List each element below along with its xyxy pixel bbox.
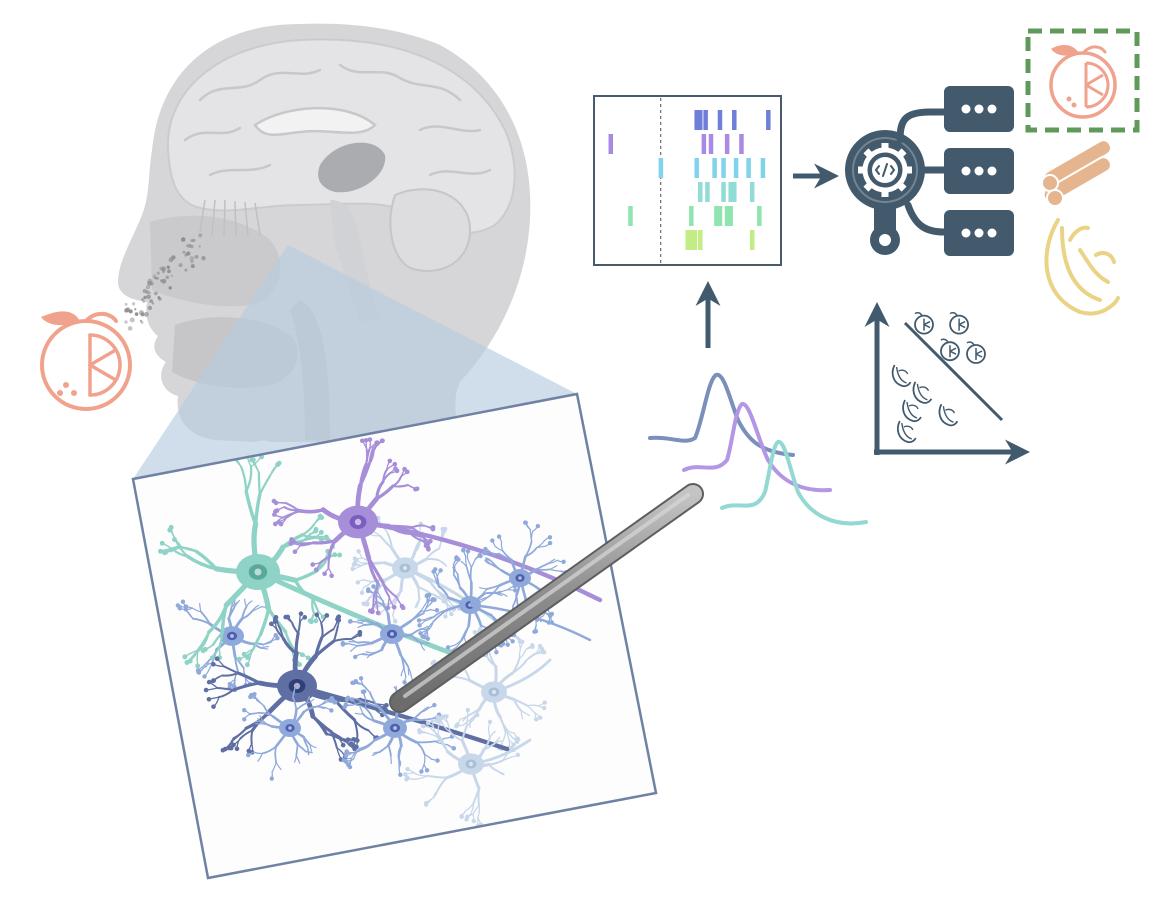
waveform-unit-3	[720, 440, 868, 526]
waveform-unit-2	[682, 402, 832, 493]
raster-spike	[728, 206, 733, 226]
raster-spike	[705, 182, 710, 202]
spike-raster-icon	[593, 95, 782, 266]
orange-stimulus-icon	[40, 311, 132, 411]
odor-particles-icon	[124, 233, 206, 331]
scatter-point-orange	[966, 341, 986, 364]
panel-frame	[131, 392, 658, 880]
selected-class-box	[1025, 28, 1140, 133]
raster-spike	[712, 158, 717, 178]
cerebellum	[389, 188, 472, 272]
scatter-point-banana	[897, 420, 917, 444]
raster-spike	[721, 158, 726, 178]
raster-spike	[658, 158, 664, 178]
raster-spike	[728, 182, 733, 202]
neuron-cell	[341, 676, 456, 777]
raster-spike	[717, 110, 723, 130]
raster-spike	[689, 206, 694, 226]
raster-spike	[698, 230, 703, 250]
scatter-classification-icon	[864, 302, 1030, 465]
raster-spike	[689, 230, 694, 250]
raster-spike	[749, 182, 755, 202]
raster-spike	[746, 158, 751, 178]
raster-spike	[698, 110, 703, 130]
olfactory-fibers	[199, 199, 261, 237]
electrode-icon	[389, 483, 704, 713]
raster-spike	[701, 134, 707, 154]
raster-spike	[694, 110, 699, 130]
gear-icon	[858, 143, 912, 197]
neuron-cell	[340, 583, 440, 686]
scatter-point-banana	[938, 403, 959, 427]
zoom-projection	[133, 245, 577, 479]
raster-spike	[760, 158, 766, 178]
neuron-cell	[175, 598, 280, 693]
raster-spike	[749, 230, 755, 250]
server-output-icon	[944, 86, 1014, 256]
raster-spike	[685, 230, 690, 250]
raster-spike	[732, 110, 737, 130]
scatter-point-banana	[902, 399, 922, 423]
cinnamon-icon	[1041, 139, 1112, 207]
raster-spike	[724, 134, 730, 154]
thalamus	[318, 142, 386, 193]
raster-spike	[766, 110, 771, 130]
scatter-point-banana	[891, 364, 912, 388]
raster-spike	[724, 206, 730, 226]
raster-spike	[608, 134, 614, 154]
decision-boundary	[903, 321, 1004, 422]
raster-spike	[717, 206, 723, 226]
raster-spike	[708, 134, 714, 154]
waveform-unit-1	[648, 372, 795, 457]
raster-spike	[721, 182, 726, 202]
raster-spike	[698, 182, 703, 202]
raster-spike	[692, 230, 698, 250]
scatter-point-orange	[949, 311, 969, 335]
raster-spike	[694, 158, 699, 178]
neuron-cell	[271, 437, 603, 616]
raster-spike	[733, 158, 739, 178]
orange-icon	[1049, 45, 1117, 119]
neuron-cell	[242, 688, 338, 781]
scatter-point-banana	[912, 381, 933, 404]
raster-spike	[714, 206, 719, 226]
spike-waveform-icon	[648, 372, 868, 526]
classifier-magnifier-icon	[845, 86, 1014, 256]
scatter-point-orange	[914, 311, 934, 335]
raster-spike	[703, 110, 708, 130]
raster-spike	[757, 206, 762, 226]
neuron-recording-panel	[131, 392, 658, 880]
banana-icon	[1044, 218, 1120, 316]
scatter-point-orange	[940, 338, 960, 362]
raster-spike	[628, 206, 633, 226]
raster-spike	[732, 182, 737, 202]
raster-spike	[739, 134, 744, 154]
neuron-cell	[403, 707, 532, 829]
